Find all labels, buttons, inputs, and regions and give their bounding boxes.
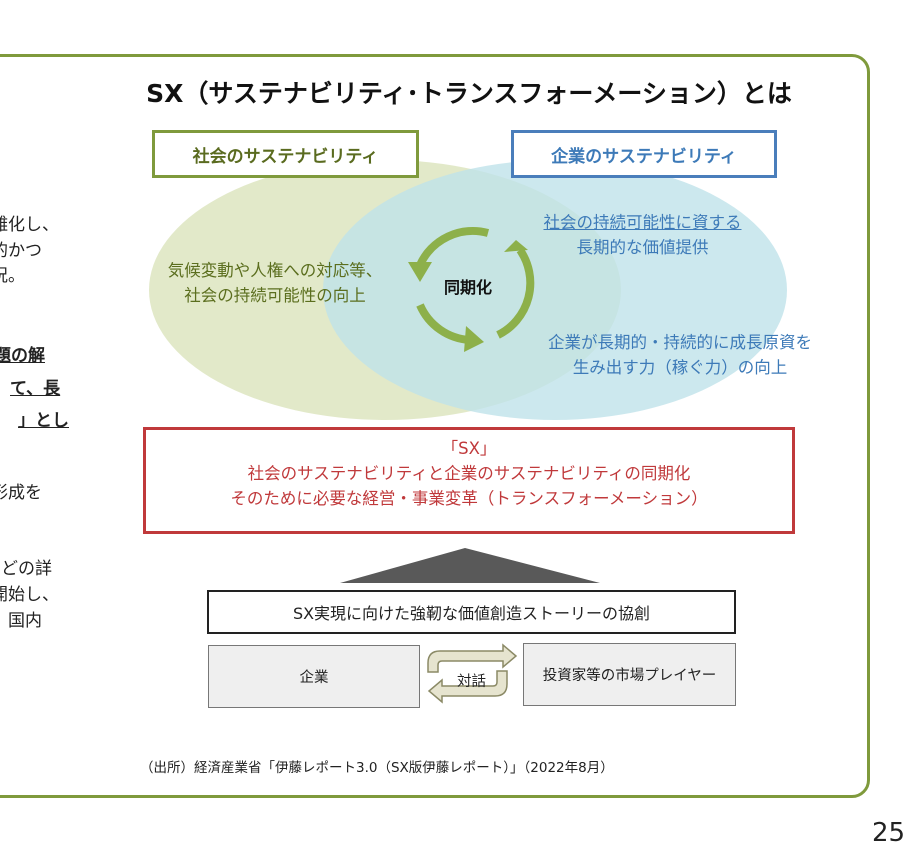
sync-cycle-icon [416, 227, 535, 344]
slide-frame [0, 54, 870, 798]
left-bold-line: 題の解 [0, 346, 45, 366]
left-text-line: 、国内 [0, 611, 42, 631]
left-text-line: 的かつ [0, 241, 42, 261]
company-box: 企業 [208, 645, 420, 708]
sx-line: 社会のサステナビリティと企業のサステナビリティの同期化 [247, 464, 691, 483]
left-bold-line: 」とし [18, 411, 69, 431]
diagram-title: SX（サステナビリティ･トランスフォーメーション）とは [146, 79, 792, 108]
society-text-line: 気候変動や人権への対応等、 [167, 261, 383, 280]
sx-heading: 「SX」 [441, 439, 497, 458]
left-text-line: 形成を [0, 483, 42, 503]
left-text-line: 況。 [0, 266, 25, 286]
dialogue-label: 対話 [457, 674, 486, 690]
triangle-pointer [340, 548, 600, 583]
source-note: （出所）経済産業省「伊藤レポート3.0（SX版伊藤レポート）」（2022年8月） [140, 760, 614, 776]
left-text-line: 雑化し、 [0, 215, 59, 235]
society-text-line: 社会の持続可能性の向上 [184, 286, 366, 305]
corporate-value-text: 社会の持続可能性に資する 長期的な価値提供 [505, 210, 780, 260]
society-description: 気候変動や人権への対応等、 社会の持続可能性の向上 [140, 258, 410, 308]
corporate-text-line: 長期的な価値提供 [576, 238, 709, 257]
corporate-text-line: 企業が長期的・持続的に成長原資を [548, 333, 812, 352]
sx-line: そのために必要な経営・事業変革（トランスフォーメーション） [230, 489, 708, 508]
sx-definition-box: 「SX」 社会のサステナビリティと企業のサステナビリティの同期化 そのために必要… [143, 427, 795, 534]
society-sustainability-box: 社会のサステナビリティ [152, 130, 419, 178]
corporate-sustainability-box: 企業のサステナビリティ [511, 130, 777, 178]
dialogue-arrows-icon [427, 643, 518, 704]
left-text-line: 開始し、 [0, 585, 59, 605]
corporate-earning-text: 企業が長期的・持続的に成長原資を 生み出す力（稼ぐ力）の向上 [510, 330, 850, 380]
corporate-ellipse [323, 160, 787, 420]
investor-box: 投資家等の市場プレイヤー [523, 643, 736, 706]
left-text-line: どの詳 [1, 559, 52, 579]
left-bold-line: て、長 [10, 379, 61, 399]
page-number: 25 [872, 818, 906, 848]
corporate-text-line: 生み出す力（稼ぐ力）の向上 [572, 358, 788, 377]
value-creation-story-box: SX実現に向けた強靭な価値創造ストーリーの協創 [207, 590, 736, 634]
sync-label: 同期化 [444, 278, 493, 297]
corporate-text-line: 社会の持続可能性に資する [543, 213, 742, 232]
